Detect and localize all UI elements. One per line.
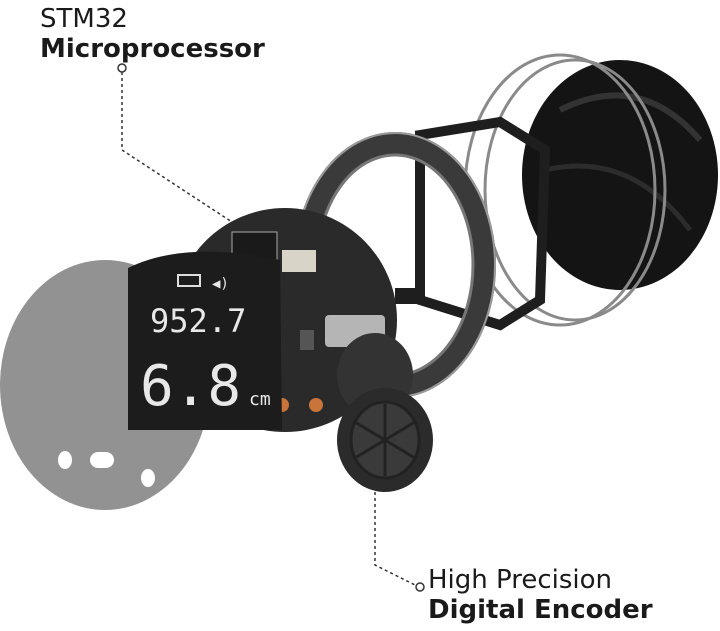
leader-lines	[121, 72, 416, 586]
callout-dot-bottom	[415, 582, 425, 592]
speaker-icon: ◀)	[212, 276, 229, 292]
callout-stm32: STM32 Microprocessor	[40, 4, 265, 64]
callout-encoder: High Precision Digital Encoder	[428, 565, 653, 625]
lcd-display: ◀) 952.7 6.8 cm	[128, 251, 282, 430]
mount-bracket	[395, 116, 551, 331]
callout-bottom-line2: Digital Encoder	[428, 595, 653, 625]
reading-large: 6.8	[140, 354, 241, 419]
battery-icon	[177, 274, 201, 287]
unit-label: cm	[249, 389, 271, 410]
back-cover	[522, 60, 718, 290]
callout-dot-top	[117, 63, 127, 73]
encoder-wheel	[337, 333, 433, 492]
callout-bottom-line1: High Precision	[428, 565, 613, 595]
reading-small: 952.7	[150, 302, 246, 340]
callout-top-line1: STM32	[40, 4, 128, 34]
callout-top-line2: Microprocessor	[40, 34, 265, 64]
